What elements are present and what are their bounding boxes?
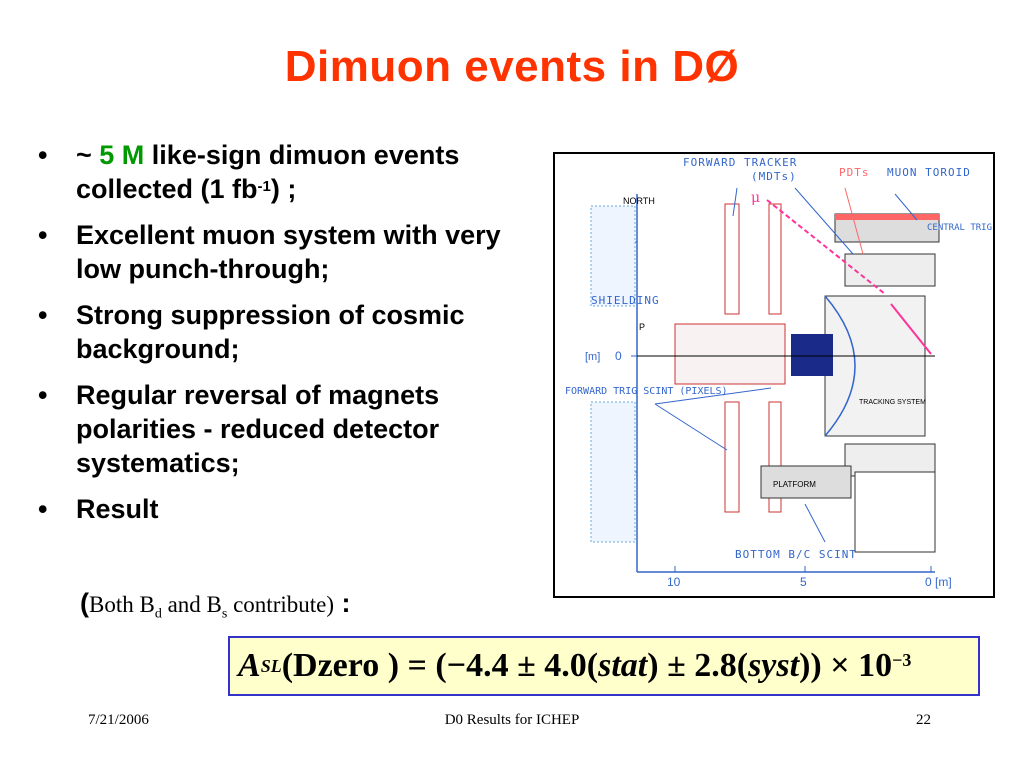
slide-title: Dimuon events in DØ [284,42,740,91]
muon-toroid-label: MUON TOROID [887,166,971,179]
platform [760,465,852,499]
formula-exponent: −3 [892,649,912,670]
toroid-top-scint [835,214,939,220]
forward-mdt-top [724,203,740,315]
formula-end: )) × 10 [799,647,893,684]
bullet-dot-icon: • [38,220,48,250]
central-tracker [791,334,833,376]
bullet-text: like-sign dimuon events collected (1 fb [76,140,460,204]
bullet-text-end: ) ; [270,174,297,204]
pointer-line [794,187,854,255]
bullet-text: Excellent muon system with very low punc… [76,220,501,284]
bullet-text: Result [76,494,159,524]
forward-mdt-bottom [724,401,740,513]
bullet-item: • Excellent muon system with very low pu… [34,218,544,286]
bullet-item: • Strong suppression of cosmic backgroun… [34,298,544,366]
bottom-scint-label: BOTTOM B/C SCINT [735,548,857,561]
central-trig-label: CENTRAL TRIG SCINT (A-ø) [927,223,993,233]
bullet-dot-icon: • [38,140,48,170]
footer-page-number: 22 [916,712,931,728]
pdts-label: PDTs [839,166,870,179]
formula-middle: (Dzero ) = (−4.4 ± 4.0( [281,647,599,684]
formula-stat: stat [598,647,648,684]
x-tick-label: 0 [m] [925,575,952,589]
bullet-text: Strong suppression of cosmic background; [76,300,465,364]
result-subtext: (Both Bd and Bs contribute) : [80,588,351,623]
shielding-label: SHIELDING [591,294,660,307]
y-tick-label: 0 [615,349,622,363]
bullet-dot-icon: • [38,380,48,410]
footer-title: D0 Results for ICHEP [444,712,580,728]
north-label: NORTH [623,196,655,206]
result-text-a: Both B [89,592,155,617]
mu-symbol: μ [751,190,760,206]
bullet-dot-icon: • [38,494,48,524]
bullet-prefix: ~ [76,140,100,170]
bullet-item: • Result [34,492,544,526]
bullet-list: • ~ 5 M like-sign dimuon events collecte… [34,138,544,538]
support-structure [854,471,936,553]
mdts-label: (MDTs) [751,170,797,183]
unit-label: [m] [585,351,600,363]
pdt-top [844,253,936,287]
formula-syst: syst [748,647,800,684]
x-tick-label: 5 [800,575,807,589]
tracking-system-label: TRACKING SYSTEM [859,399,926,406]
pointer-line [804,503,826,543]
pointer-line [654,387,772,405]
detector-diagram: 5 0 −5 [m] 10 5 0 [m] [553,152,995,598]
bullet-item: • ~ 5 M like-sign dimuon events collecte… [34,138,544,206]
formula-lhs: A [238,647,261,684]
bullet-text: Regular reversal of magnets polarities -… [76,380,440,478]
pointer-line [844,187,864,255]
pdt-bottom [844,443,936,477]
forward-scint-top [768,203,782,315]
calorimeter-arc [824,295,856,437]
forward-trig-label: FORWARD TRIG SCINT (PIXELS) [565,386,728,397]
result-sub-d: d [154,606,162,622]
detector-svg: 5 0 −5 [m] 10 5 0 [m] [565,156,993,589]
south-wall [590,401,636,543]
muon-track [766,199,886,295]
result-text-b: and B [161,592,222,617]
north-wall [590,205,636,307]
bullet-item: • Regular reversal of magnets polarities… [34,378,544,480]
close-colon: : [334,588,351,618]
forward-tracker-label: FORWARD TRACKER [683,156,797,169]
bullet-dot-icon: • [38,300,48,330]
pointer-line [654,403,728,451]
shielding-block [674,323,786,385]
muon-track-arrow [890,303,932,355]
result-text-c: contribute) [227,592,334,617]
pointer-line [732,187,738,217]
footer-date: 7/21/2006 [88,712,149,728]
open-paren: ( [80,588,89,618]
bullet-highlight: 5 M [99,140,145,170]
x-tick-label: 10 [667,575,681,589]
p-label: P [639,322,645,332]
formula-mid2: ) ± 2.8( [647,647,749,684]
pointer-line [894,193,918,221]
platform-label: PLATFORM [773,480,816,489]
result-sub-s: s [221,606,228,622]
formula-lhs-sub: SL [260,655,282,676]
bullet-sup: -1 [257,178,271,195]
